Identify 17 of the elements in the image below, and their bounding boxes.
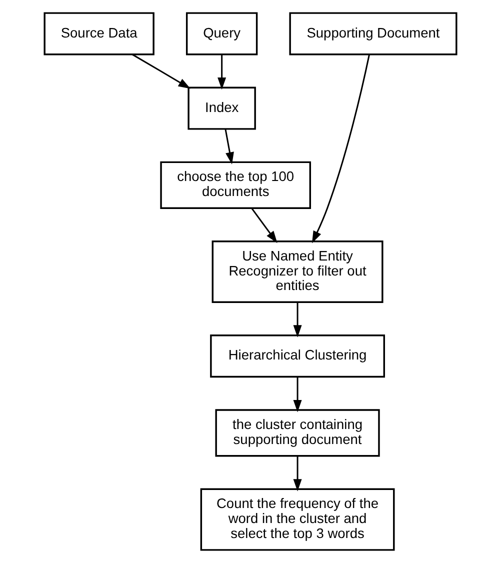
node-box: Source Data [43, 12, 154, 56]
arrow [217, 54, 226, 90]
node-box: choose the top 100 documents [160, 161, 310, 209]
arrow [224, 128, 234, 164]
node-box: Count the frequency of the word in the cluster and select the top 3 words [200, 488, 394, 551]
node-box: Hierarchical Clustering [210, 334, 384, 378]
node-box: Query [185, 12, 258, 56]
arrow [250, 208, 277, 244]
node-box: Supporting Document [288, 12, 457, 56]
arrow [292, 302, 302, 338]
node-box: Index [187, 86, 256, 130]
arrow [292, 456, 302, 492]
arrow [292, 376, 302, 412]
arrow [131, 54, 190, 89]
node-box: Use Named Entity Recognizer to filter out entities [211, 240, 383, 303]
arrow [311, 54, 370, 244]
node-box: the cluster containing supporting document [214, 409, 380, 457]
